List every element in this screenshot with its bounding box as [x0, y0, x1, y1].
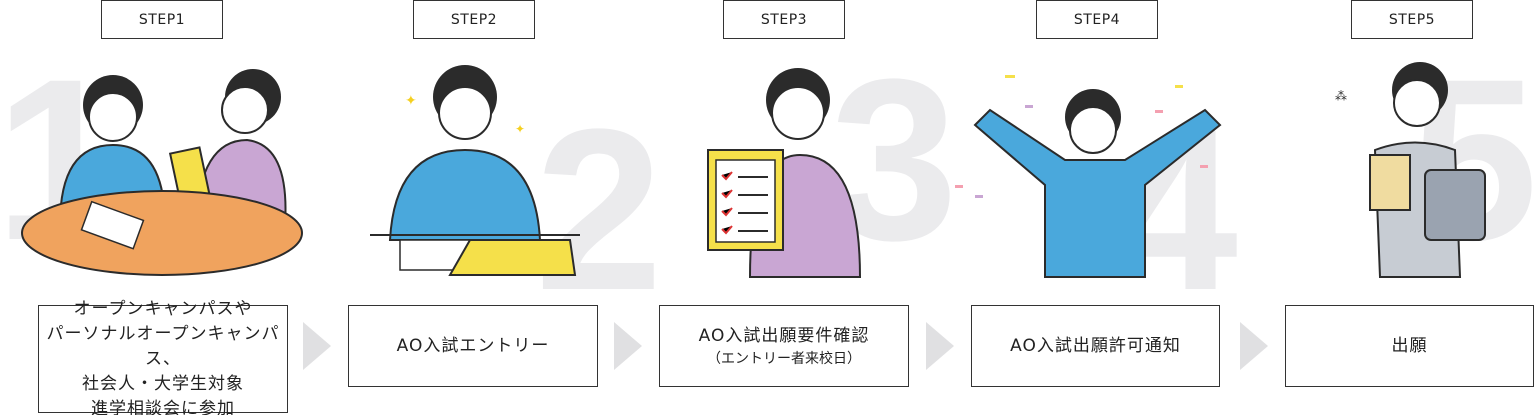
- arrow-right-icon: [1240, 322, 1268, 370]
- step1-line: オープンキャンパスや: [73, 298, 253, 319]
- arrow-right-icon: [614, 322, 642, 370]
- svg-text:⁂: ⁂: [1335, 89, 1347, 103]
- step2-label: STEP2: [413, 0, 535, 39]
- step4-label: STEP4: [1036, 0, 1158, 39]
- requirements-check-illustration: [707, 68, 862, 278]
- consultation-illustration: [21, 69, 303, 276]
- step5-text: 出願: [1391, 335, 1428, 356]
- step3-text: AO入試出願要件確認: [698, 325, 870, 346]
- permission-notice-illustration: [955, 75, 1222, 278]
- step3-label: STEP3: [723, 0, 845, 39]
- step1-label: STEP1: [101, 0, 223, 39]
- svg-text:✦: ✦: [405, 93, 417, 109]
- svg-text:✦: ✦: [515, 122, 525, 136]
- step1-description-box: オープンキャンパスや パーソナルオープンキャンパス、 社会人・大学生対象 進学相…: [38, 299, 288, 415]
- step2-description-box: AO入試エントリー: [348, 305, 598, 387]
- entry-writing-illustration: ✦✦: [370, 65, 580, 276]
- step5-label: STEP5: [1351, 0, 1473, 39]
- application-illustration: ⁂: [1335, 62, 1486, 278]
- step1-line: パーソナルオープンキャンパス、: [46, 323, 280, 369]
- step1-line: 進学相談会に参加: [91, 398, 235, 415]
- step3-description-box: AO入試出願要件確認 （エントリー者来校日）: [659, 305, 909, 387]
- step3-subtext: （エントリー者来校日）: [707, 350, 861, 367]
- step4-description-box: AO入試出願許可通知: [971, 305, 1220, 387]
- step5-description-box: 出願: [1285, 305, 1534, 387]
- step2-text: AO入試エントリー: [396, 335, 550, 356]
- step2-big-number: 2: [535, 81, 663, 338]
- arrow-right-icon: [926, 322, 954, 370]
- step1-line: 社会人・大学生対象: [82, 373, 244, 394]
- step4-text: AO入試出願許可通知: [1010, 335, 1181, 356]
- arrow-right-icon: [303, 322, 331, 370]
